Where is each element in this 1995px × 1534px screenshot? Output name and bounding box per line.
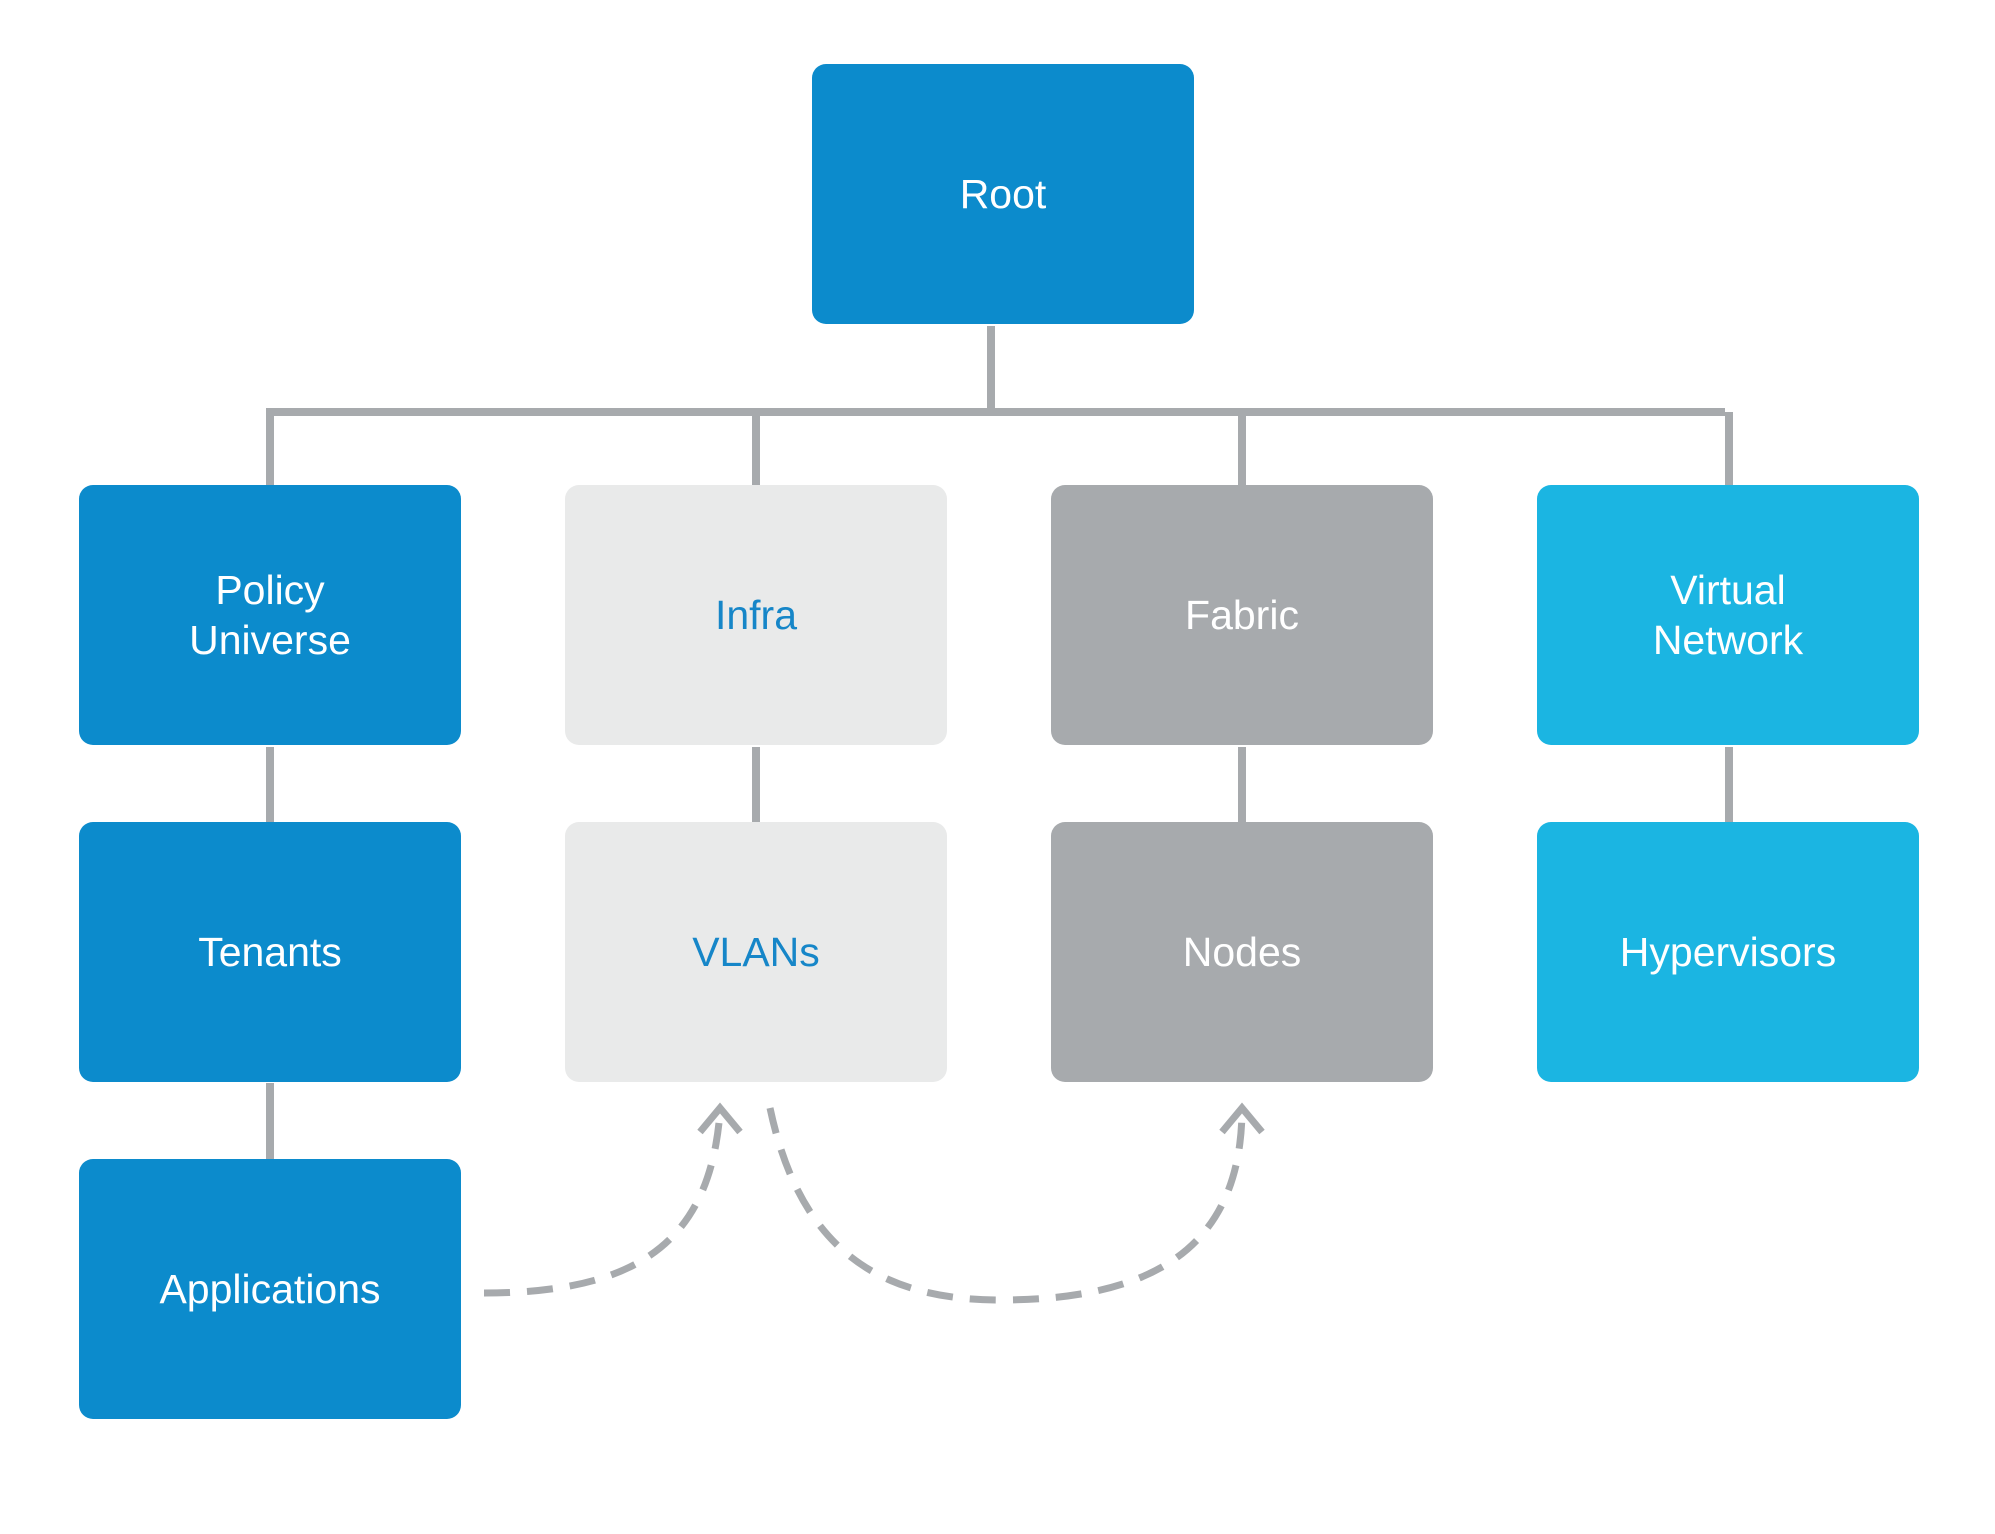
- node-nodes: Nodes: [1051, 822, 1433, 1082]
- node-policy-universe-label: Policy Universe: [189, 567, 351, 663]
- node-tenants: Tenants: [79, 822, 461, 1082]
- node-nodes-label: Nodes: [1182, 929, 1302, 975]
- node-vlans-label: VLANs: [692, 929, 820, 975]
- node-infra: Infra: [565, 485, 947, 745]
- arrowhead-nodes: [1219, 1102, 1265, 1135]
- node-policy-universe: Policy Universe: [79, 485, 461, 745]
- node-applications-label: Applications: [159, 1266, 381, 1312]
- node-hypervisors: Hypervisors: [1537, 822, 1919, 1082]
- node-vlans: VLANs: [565, 822, 947, 1082]
- node-infra-label: Infra: [714, 592, 798, 638]
- node-virtual-network-label: Virtual Network: [1652, 567, 1804, 663]
- node-virtual-network: Virtual Network: [1537, 485, 1919, 745]
- node-tenants-label: Tenants: [198, 929, 342, 975]
- node-root: Root: [812, 64, 1194, 324]
- dashed-arrow-vlans-nodes: [766, 1107, 1246, 1304]
- node-hypervisors-label: Hypervisors: [1619, 929, 1837, 975]
- arrowhead-vlans: [697, 1102, 743, 1135]
- node-fabric-label: Fabric: [1185, 592, 1299, 638]
- node-applications: Applications: [79, 1159, 461, 1419]
- dashed-arrow-applications-vlans: [483, 1111, 724, 1297]
- node-root-label: Root: [959, 171, 1047, 217]
- node-fabric: Fabric: [1051, 485, 1433, 745]
